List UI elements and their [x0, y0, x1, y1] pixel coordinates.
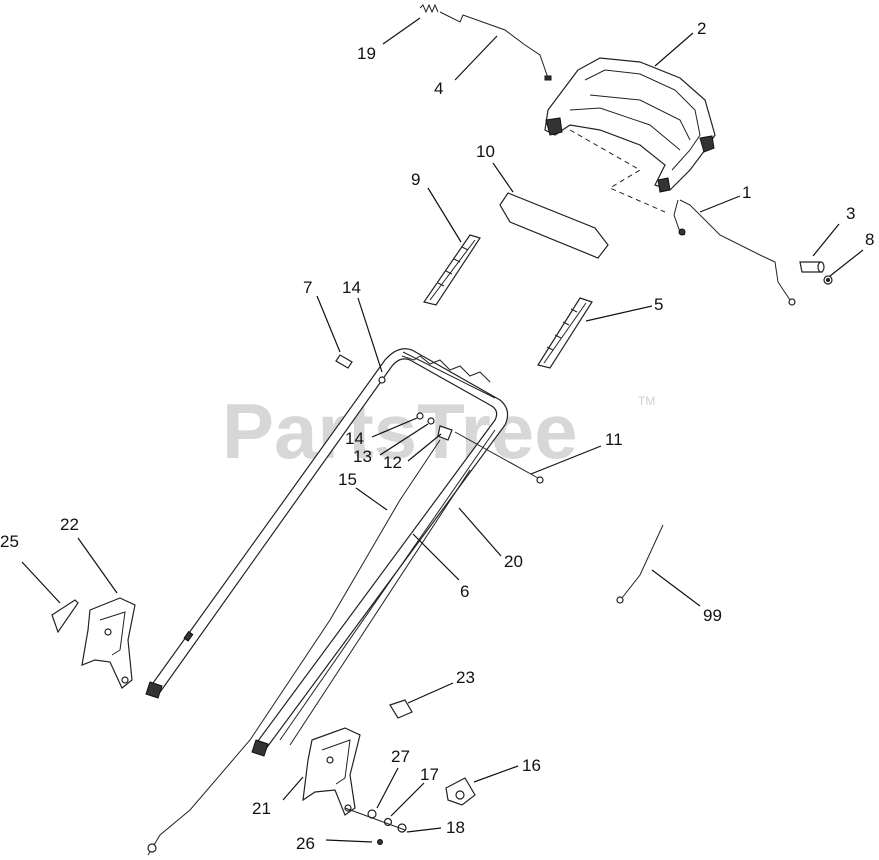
callout-12: 12	[383, 453, 402, 472]
leader-lines	[21, 17, 864, 843]
callout-16: 16	[522, 756, 541, 775]
part-14-upper-screw[interactable]	[378, 376, 386, 384]
callout-6: 6	[460, 582, 469, 601]
callout-9: 9	[411, 170, 420, 189]
callout-26: 26	[296, 834, 315, 853]
callout-13: 13	[353, 447, 372, 466]
part-20-lower-tube-line[interactable]	[289, 469, 471, 746]
part-9-grip-insert[interactable]	[423, 234, 481, 306]
callout-20: 20	[504, 552, 523, 571]
callout-15: 15	[338, 470, 357, 489]
part-99-cable-tie[interactable]	[616, 524, 664, 604]
part-15-long-cable[interactable]	[147, 439, 441, 856]
part-13-washer[interactable]	[427, 417, 435, 425]
callout-22: 22	[60, 515, 79, 534]
callout-11: 11	[605, 430, 623, 449]
part-21-bracket-right[interactable]	[302, 727, 361, 816]
part-12-cable-clamp[interactable]	[437, 425, 453, 441]
callout-21: 21	[252, 799, 271, 818]
part-1-control-cable[interactable]	[673, 199, 796, 306]
callout-1: 1	[742, 183, 751, 202]
part-25-cover[interactable]	[51, 599, 79, 634]
part-10-decal[interactable]	[499, 192, 609, 259]
part-19-spring[interactable]	[419, 3, 439, 14]
watermark: PartsTree TM	[222, 387, 655, 475]
callout-99: 99	[703, 606, 722, 625]
part-14-lower-screw[interactable]	[416, 412, 424, 420]
callout-labels: 19 4 2 10 9 1 3 8 7 14 5 14 13 12 11 15 …	[0, 19, 874, 853]
callout-23: 23	[456, 668, 475, 687]
callout-14-lower: 14	[345, 429, 364, 448]
part-8-nut[interactable]	[823, 275, 833, 285]
callout-2: 2	[697, 19, 706, 38]
callout-18: 18	[446, 818, 465, 837]
callout-25: 25	[0, 532, 19, 551]
callout-19: 19	[357, 44, 376, 63]
part-11-bolt[interactable]	[454, 431, 544, 484]
part-23-clip[interactable]	[389, 699, 413, 719]
callout-4: 4	[434, 79, 443, 98]
callout-14-upper: 14	[342, 278, 361, 297]
callout-17: 17	[420, 765, 439, 784]
callout-5: 5	[654, 295, 663, 314]
callout-8: 8	[865, 230, 874, 249]
callout-3: 3	[846, 204, 855, 223]
part-2-grip-housing[interactable]	[544, 57, 716, 213]
part-5-grip-insert[interactable]	[537, 297, 593, 369]
part-26-screw[interactable]	[377, 839, 383, 845]
part-22-bracket-left[interactable]	[81, 597, 136, 689]
callout-7: 7	[303, 278, 312, 297]
watermark-text: PartsTree	[222, 387, 578, 475]
upper-handle[interactable]	[145, 348, 509, 757]
part-4-bail-rod[interactable]	[439, 11, 552, 81]
part-3-bushing[interactable]	[799, 261, 825, 273]
callout-10: 10	[476, 142, 495, 161]
part-16-knob[interactable]	[445, 777, 476, 806]
part-6-cable-tie-line[interactable]	[279, 429, 496, 741]
callout-27: 27	[391, 747, 410, 766]
watermark-trademark: TM	[638, 394, 655, 408]
part-7-clip[interactable]	[335, 354, 353, 369]
